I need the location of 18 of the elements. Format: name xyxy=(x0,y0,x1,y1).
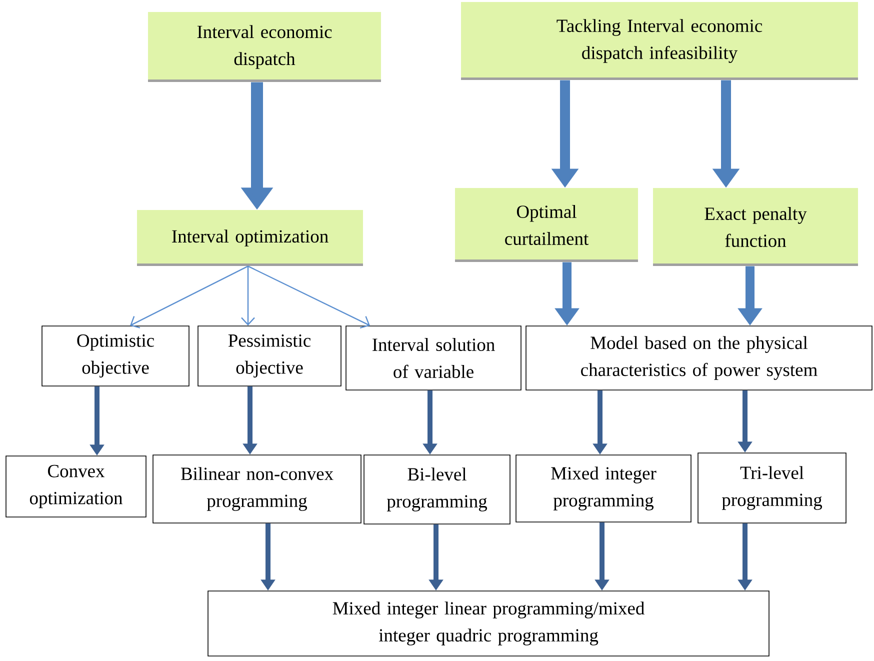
text-box: Mixed integer linear programming/mixed integer quadric programming xyxy=(208,590,770,656)
process-box: Interval economic dispatch xyxy=(148,12,381,82)
text-box: Tri-level programming xyxy=(698,452,846,524)
text-box: Convex optimization xyxy=(6,456,146,518)
arrow xyxy=(241,266,255,326)
text-box: Bilinear non-convex programming xyxy=(152,454,362,524)
process-box: Optimal curtailment xyxy=(455,188,638,262)
text-box: Pessimistic objective xyxy=(198,326,342,386)
arrow xyxy=(130,266,248,328)
process-box: Interval optimization xyxy=(137,210,363,266)
process-box: Tackling Interval economic dispatch infeasibility xyxy=(461,2,858,80)
text-box: Optimistic objective xyxy=(42,326,190,386)
arrow xyxy=(248,266,370,329)
process-box: Exact penalty function xyxy=(653,188,858,266)
text-box: Interval solution of variable xyxy=(346,326,522,390)
text-box: Model based on the physical characteristics of power system xyxy=(526,326,872,390)
text-box: Bi-level programming xyxy=(364,454,510,524)
text-box: Mixed integer programming xyxy=(516,454,692,522)
